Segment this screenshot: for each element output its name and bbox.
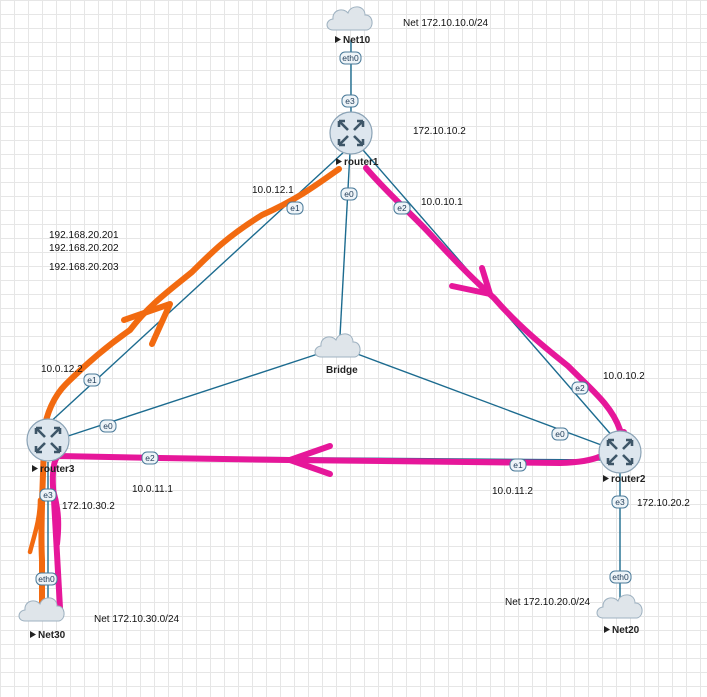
- port-label-r1-e0: e0: [344, 189, 354, 199]
- port-label-r2-e3: e3: [615, 497, 625, 507]
- annotations: Net 172.10.10.0/24 172.10.10.2 10.0.12.1…: [41, 18, 690, 625]
- port-label-r2-e1: e1: [513, 460, 523, 470]
- port-label-r3-e1: e1: [87, 375, 97, 385]
- router1-node[interactable]: [329, 111, 373, 155]
- router-body: [329, 111, 373, 155]
- router3-node[interactable]: [26, 418, 70, 462]
- port-net10-eth0[interactable]: [339, 51, 362, 65]
- port-r1-e2[interactable]: [393, 201, 411, 215]
- port-label-net30-eth0: eth0: [38, 574, 55, 584]
- router-body: [26, 418, 70, 462]
- port-label-r3-e2: e2: [145, 453, 155, 463]
- net20-cloud[interactable]: [596, 594, 643, 619]
- port-r2-e3[interactable]: [611, 495, 629, 509]
- link-r1-r2-bottom-label: 10.0.10.2: [603, 371, 645, 382]
- play-icon: [604, 626, 610, 633]
- link-r3-r2-left-label: 10.0.11.1: [132, 484, 173, 495]
- port-r3-e3[interactable]: [39, 488, 57, 502]
- play-icon: [32, 465, 38, 472]
- port-label-r3-e3: e3: [43, 490, 53, 500]
- router2-label[interactable]: router2: [611, 474, 646, 485]
- node-labels: Net10 Net20 Net30 Bridge router1 router2…: [30, 35, 646, 641]
- port-label-r1-e1: e1: [290, 203, 300, 213]
- router2-node[interactable]: [598, 430, 642, 474]
- port-label-r2-e2: e2: [575, 383, 585, 393]
- port-r2-e0[interactable]: [551, 427, 569, 441]
- link-router1-bridge: [339, 151, 351, 337]
- bridge-label[interactable]: Bridge: [326, 365, 358, 376]
- net10-subnet-label: Net 172.10.10.0/24: [403, 18, 489, 29]
- link-r1-r3-bottom-label: 10.0.12.2: [41, 364, 83, 375]
- link-r1-r2-top-label: 10.0.10.1: [421, 197, 463, 208]
- port-r3-e1[interactable]: [83, 373, 101, 387]
- port-net20-eth0[interactable]: [609, 570, 632, 584]
- bridge-cloud[interactable]: [314, 333, 361, 358]
- host-label-3: 192.168.20.203: [49, 262, 119, 273]
- net10-label[interactable]: Net10: [343, 35, 371, 46]
- router3-label[interactable]: router3: [40, 464, 75, 475]
- port-r1-e3[interactable]: [341, 94, 359, 108]
- port-label-r2-e0: e0: [555, 429, 565, 439]
- magenta-arrow-head-r1-r2: [449, 265, 493, 297]
- orange-path-pen-stroke: [27, 497, 43, 555]
- host-label-2: 192.168.20.202: [49, 243, 119, 254]
- cloud-icon: [326, 6, 373, 31]
- cloud-icon: [596, 594, 643, 619]
- port-label-r1-e2: e2: [397, 203, 407, 213]
- magenta-path-r2-r3: [49, 429, 627, 611]
- net30-subnet-label: Net 172.10.30.0/24: [94, 614, 180, 625]
- magenta-arrow-head-r2-r3: [287, 443, 333, 477]
- link-r3-r2-right-label: 10.0.11.2: [492, 486, 533, 497]
- play-icon: [335, 36, 341, 43]
- port-labels: eth0 e3 e1 e0 e2 e2 e0 e1 e3 e1 e0 e2 e3…: [38, 53, 629, 584]
- router1-label[interactable]: router1: [344, 157, 379, 168]
- net20-subnet-label: Net 172.10.20.0/24: [505, 597, 591, 608]
- port-r2-e2[interactable]: [571, 381, 589, 395]
- port-r3-e0[interactable]: [99, 419, 117, 433]
- net20-label[interactable]: Net20: [612, 625, 640, 636]
- port-r2-e1[interactable]: [509, 458, 527, 472]
- ports: [35, 51, 632, 586]
- router3-ip-label: 172.10.30.2: [62, 501, 115, 512]
- router1-ip-label: 172.10.10.2: [413, 126, 466, 137]
- net30-label[interactable]: Net30: [38, 630, 66, 641]
- link-r1-r3-top-label: 10.0.12.1: [252, 185, 294, 196]
- port-net30-eth0[interactable]: [35, 572, 58, 586]
- port-r1-e1[interactable]: [286, 201, 304, 215]
- port-r3-e2[interactable]: [141, 451, 159, 465]
- port-label-r3-e0: e0: [103, 421, 113, 431]
- orange-arrow-head: [121, 301, 173, 347]
- router-body: [598, 430, 642, 474]
- cloud-icon: [314, 333, 361, 358]
- play-icon: [30, 631, 36, 638]
- play-icon: [603, 475, 609, 482]
- port-label-net20-eth0: eth0: [612, 572, 629, 582]
- play-icon: [336, 158, 342, 165]
- highlight-paths: [27, 165, 627, 615]
- port-label-net10-eth0: eth0: [342, 53, 359, 63]
- router2-ip-label: 172.10.20.2: [637, 498, 690, 509]
- net10-cloud[interactable]: [326, 6, 373, 31]
- host-label-1: 192.168.20.201: [49, 230, 119, 241]
- port-r1-e0[interactable]: [340, 187, 358, 201]
- port-label-r1-e3: e3: [345, 96, 355, 106]
